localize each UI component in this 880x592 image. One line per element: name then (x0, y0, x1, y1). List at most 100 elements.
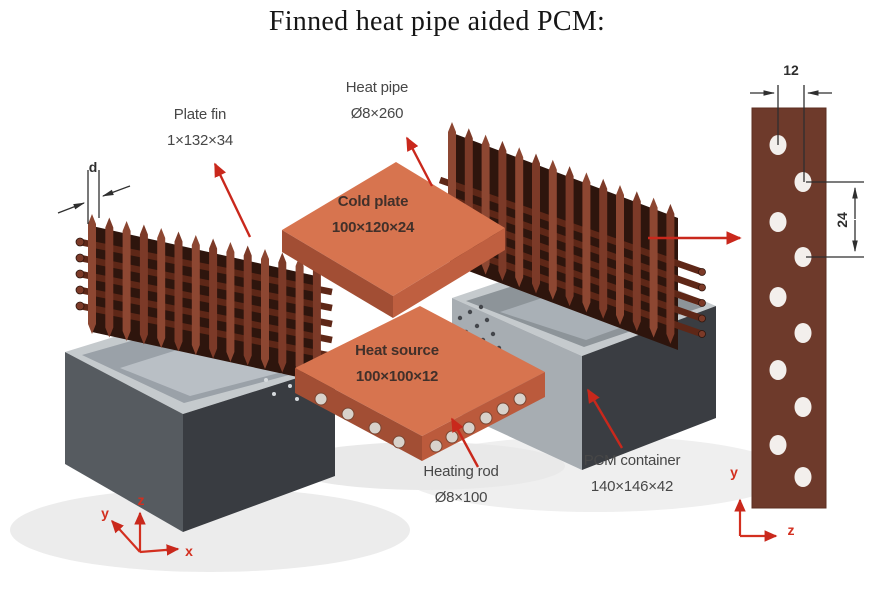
x-axis-label: x (185, 543, 193, 559)
z-axis-label: z (137, 492, 145, 508)
label-arrows (213, 136, 742, 468)
heating-rod-name: Heating rod (423, 463, 499, 480)
heating-rod-arrow (450, 417, 480, 468)
fin-plate (295, 256, 304, 376)
dim-arrow (101, 185, 131, 197)
plate-fin-label: Plate fin 1×132×34 (167, 102, 233, 154)
fin-plate (105, 217, 114, 338)
cold-plate-label: Cold plate 100×120×24 (332, 189, 414, 241)
cold-plate-side-left (282, 230, 393, 318)
heat-pipe-end (75, 269, 85, 279)
fin-strip-holes (769, 135, 812, 487)
cold-plate-top (282, 162, 505, 296)
heating-rod-hole (445, 430, 459, 444)
heat-pipe-shape (79, 270, 333, 328)
container-wall-left (65, 352, 183, 532)
fin-plate (191, 235, 200, 355)
heat-source-shape (295, 306, 545, 461)
heat-pipe-shape (79, 302, 333, 360)
detail-y-axis-label: y (730, 464, 738, 480)
heat-source-top (295, 306, 545, 436)
container-wall-front (183, 366, 335, 532)
fin-plate (261, 249, 269, 369)
fin-plate (139, 224, 148, 345)
heat-pipe-end (698, 283, 706, 292)
shadow-center (285, 442, 565, 490)
fin-hole (794, 172, 812, 192)
heat-pipe-end (698, 314, 706, 323)
vent-dot (484, 317, 490, 323)
heat-pipe-end (698, 299, 706, 307)
heat-pipe-shape (79, 254, 333, 312)
hole-pitch-12-text: 12 (783, 62, 799, 78)
container-wall-front (582, 306, 716, 470)
fin-hole (794, 397, 812, 417)
dimension-d (57, 170, 131, 224)
cold-plate-shape (282, 162, 505, 318)
pcm-container-name: PCM container (583, 452, 681, 469)
fin-hole (769, 212, 787, 232)
dimension-24 (806, 181, 864, 258)
vent-dot (295, 397, 299, 401)
heating-rod-hole (462, 421, 476, 435)
vent-dot (474, 323, 480, 329)
heat-pipe-arrow (405, 136, 434, 187)
fin-plate (565, 166, 574, 307)
fin-plate (582, 172, 591, 313)
heat-pipe-shape (79, 286, 333, 344)
heat-pipe-end (698, 268, 706, 276)
figure-title: Finned heat pipe aided PCM: (268, 6, 606, 37)
fin-plate (243, 245, 252, 366)
heat-pipe-end (75, 301, 85, 311)
floor-shadows (10, 436, 790, 572)
plate-fin-dims: 1×132×34 (167, 132, 233, 149)
heating-rod-hole (496, 402, 510, 416)
vent-dot (288, 384, 292, 388)
heat-pipe-name: Heat pipe (345, 79, 409, 96)
fin-strip (751, 107, 827, 509)
heating-rod-label: Heating rod Ø8×100 (423, 459, 499, 511)
fin-hole (794, 323, 812, 343)
axis-triad-detail (734, 498, 778, 542)
heat-pipe-end (75, 237, 85, 247)
fin-hole (769, 287, 787, 307)
fin-plate (174, 231, 183, 352)
fin-plate (122, 221, 131, 341)
fin-plate (666, 203, 675, 344)
heat-pipe-shape (79, 238, 333, 296)
vent-dot (467, 309, 473, 315)
heat-pipes-left (75, 237, 333, 360)
heat-pipe-end (75, 285, 85, 295)
x-axis-arrow (139, 544, 180, 556)
fin-plate (532, 153, 540, 294)
heating-rod-hole (392, 435, 406, 449)
detail-z-axis-label: z (787, 522, 795, 538)
vent-dot (457, 315, 463, 321)
fin-detail-strip (750, 85, 864, 509)
fin-plate (209, 238, 218, 359)
left-fin-stack (75, 214, 333, 381)
fin-plate (599, 178, 608, 319)
cold-plate-side-right (393, 228, 505, 318)
dim-arrow (57, 202, 86, 214)
hole-pitch-24-text: 24 (834, 212, 850, 228)
heat-source-side-left (295, 368, 422, 461)
fin-plate (515, 147, 524, 288)
fin-plate (88, 214, 96, 334)
fin-hole (794, 247, 812, 267)
pcm-container-dims: 140×146×42 (590, 478, 674, 495)
heat-pipe-end (698, 330, 706, 338)
vent-dot (478, 304, 484, 310)
fin-plate (226, 242, 235, 362)
vent-dot (264, 378, 268, 382)
heat-pipe-dims: Ø8×260 (350, 105, 404, 122)
pcm-container-arrow (586, 388, 624, 449)
heating-rod-hole (513, 392, 527, 406)
fin-plates-left (88, 214, 321, 380)
axis-triad-main (111, 511, 180, 556)
fin-plate (649, 197, 658, 338)
heating-rod-hole (368, 421, 382, 435)
fin-hole (769, 435, 787, 455)
